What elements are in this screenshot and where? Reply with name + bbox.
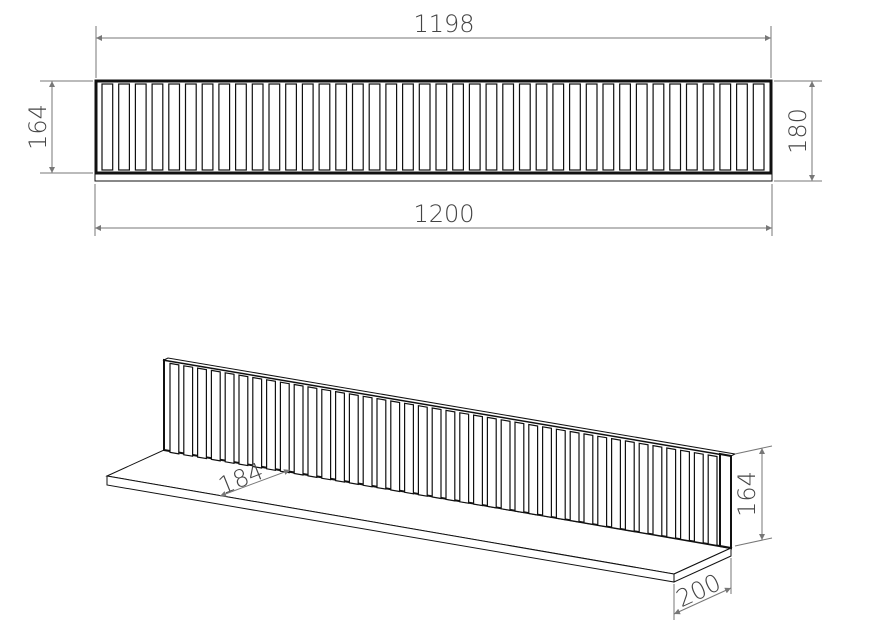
dim-bottom-width: 1200 (94, 184, 773, 236)
front-slat (602, 83, 615, 171)
front-slat (669, 83, 682, 171)
iso-slat (486, 416, 497, 509)
dim-left-height: 164 (24, 80, 93, 174)
front-slat (251, 83, 264, 171)
iso-slat (362, 395, 373, 488)
iso-slat (597, 435, 608, 528)
front-slat (535, 83, 548, 171)
dim-top-width-label: 1198 (413, 10, 474, 38)
dim-left-height-label: 164 (24, 104, 52, 150)
iso-slat (376, 397, 387, 490)
front-slat (184, 83, 197, 171)
front-slat (585, 83, 598, 171)
front-slat (635, 83, 648, 171)
front-slat (552, 83, 565, 171)
front-slat (351, 83, 364, 171)
dim-right-height-label: 180 (784, 108, 812, 154)
front-slat (151, 83, 164, 171)
iso-slat (666, 447, 677, 540)
front-slat (468, 83, 481, 171)
front-slat (335, 83, 348, 171)
iso-slat (569, 430, 580, 523)
iso-slat (348, 393, 359, 486)
front-slat (452, 83, 465, 171)
front-slat (118, 83, 130, 171)
iso-slat (321, 388, 332, 481)
iso-slats (169, 362, 718, 547)
iso-slat (431, 407, 442, 500)
iso-slat (404, 402, 414, 495)
front-slats (101, 83, 765, 171)
iso-slat (224, 372, 235, 465)
front-slat (168, 83, 181, 171)
front-slat (268, 83, 281, 171)
iso-slat (528, 423, 539, 516)
iso-slat (279, 381, 290, 474)
front-slat (418, 83, 431, 171)
iso-slat (417, 404, 428, 497)
front-slat (702, 83, 715, 171)
front-slat (235, 83, 247, 171)
iso-slat (500, 419, 511, 512)
iso-slat (514, 421, 525, 514)
dim-bottom-width-label: 1200 (413, 200, 474, 228)
front-slat (368, 83, 381, 171)
front-slat (619, 83, 632, 171)
iso-slat (693, 451, 704, 544)
front-slat (502, 83, 515, 171)
iso-view: 184 200 164 (105, 357, 773, 620)
iso-slat (238, 374, 249, 467)
dim-top-width: 1198 (95, 10, 772, 78)
front-shelf-edge (94, 172, 773, 182)
front-slat (752, 83, 765, 171)
iso-slat (473, 414, 483, 507)
iso-slat (707, 454, 718, 547)
front-slat (402, 83, 414, 171)
front-slat (652, 83, 665, 171)
dim-right-height: 180 (774, 80, 822, 182)
iso-slat (335, 390, 345, 483)
front-slat (301, 83, 314, 171)
iso-slat (583, 433, 594, 526)
front-slat (735, 83, 748, 171)
iso-slat (624, 440, 635, 533)
iso-slat (197, 367, 207, 460)
dim-iso-height-label: 164 (733, 471, 761, 517)
iso-slat (307, 386, 318, 479)
front-slat (318, 83, 331, 171)
front-slat (201, 83, 214, 171)
iso-slat (610, 437, 622, 530)
front-slat (101, 83, 114, 171)
front-slat (435, 83, 448, 171)
front-slat (385, 83, 398, 171)
front-slat (568, 83, 581, 171)
front-view: 1198 1200 164 180 (24, 10, 822, 236)
front-slat (285, 83, 298, 171)
iso-slat (390, 400, 401, 493)
front-slat (134, 83, 147, 171)
iso-slat (266, 379, 276, 472)
iso-slat (541, 426, 553, 519)
iso-slat (652, 444, 663, 537)
front-slat (485, 83, 498, 171)
iso-slat (183, 365, 194, 457)
iso-slat (252, 376, 263, 469)
iso-panel-side (719, 452, 732, 550)
front-slat (218, 83, 231, 171)
iso-slat (445, 409, 456, 502)
iso-slat (169, 362, 180, 455)
iso-slat (555, 428, 566, 521)
iso-shelf-side (673, 547, 732, 583)
iso-slat (459, 412, 470, 504)
iso-slat (679, 449, 691, 542)
dim-iso-height: 164 (733, 445, 773, 547)
front-slat (719, 83, 732, 171)
iso-slat (293, 383, 304, 476)
iso-slat (638, 442, 649, 535)
front-slat (518, 83, 531, 171)
iso-slat (210, 369, 221, 462)
front-slat (685, 83, 698, 171)
